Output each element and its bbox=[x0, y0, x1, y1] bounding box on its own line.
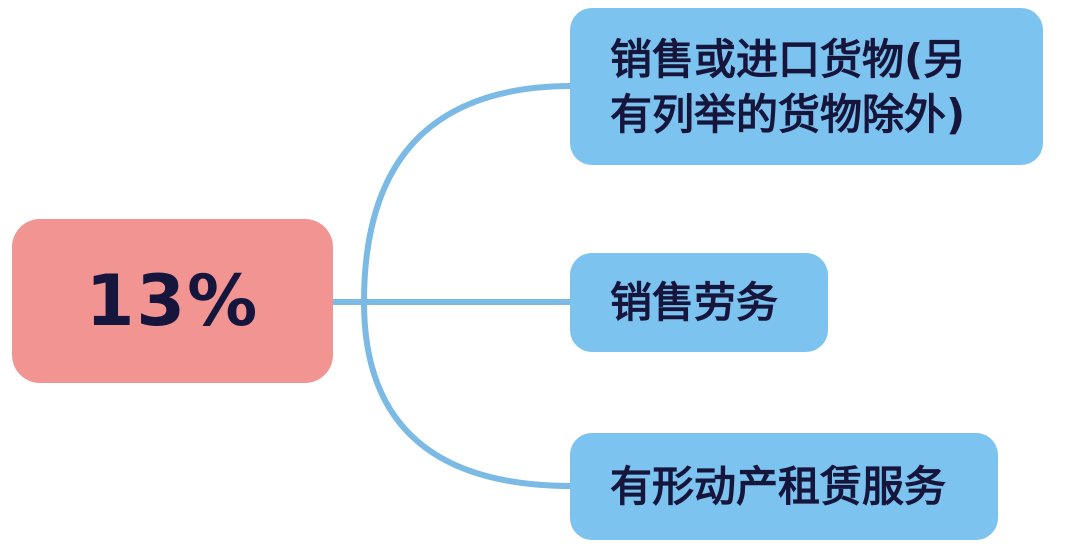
branch-node-goods[interactable]: 销售或进口货物(另 有列举的货物除外) bbox=[570, 8, 1043, 165]
branch-leasing-label: 有形动产租赁服务 bbox=[610, 462, 947, 511]
rate-node[interactable]: 13% bbox=[12, 219, 333, 383]
branch-goods-label: 销售或进口货物(另 有列举的货物除外) bbox=[610, 32, 965, 142]
connector-bottom-branch bbox=[361, 299, 575, 489]
branch-goods-label-line1: 销售或进口货物(另 bbox=[610, 34, 966, 84]
branch-goods-label-line2: 有列举的货物除外) bbox=[610, 89, 966, 139]
rate-label: 13% bbox=[85, 260, 260, 342]
connector-top-branch bbox=[361, 83, 575, 305]
branch-node-services[interactable]: 销售劳务 bbox=[570, 253, 828, 352]
branch-node-leasing[interactable]: 有形动产租赁服务 bbox=[570, 433, 998, 540]
branch-services-label: 销售劳务 bbox=[610, 278, 779, 327]
